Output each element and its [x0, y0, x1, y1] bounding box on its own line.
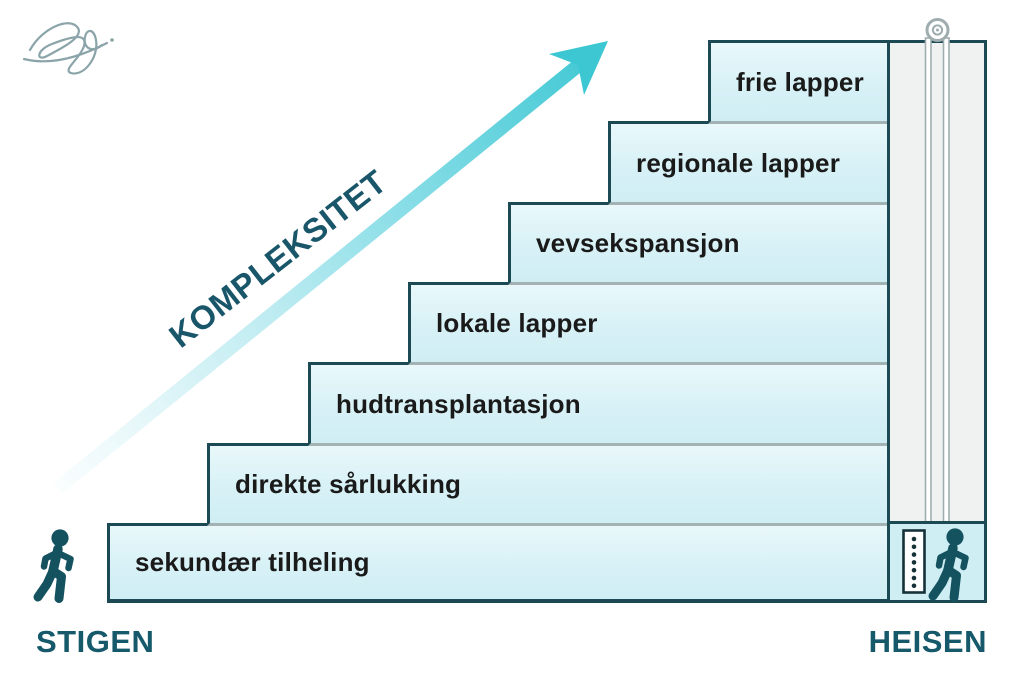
step-label: sekundær tilheling: [135, 547, 370, 577]
step-label: vevsekspansjon: [536, 228, 740, 258]
ladder-step: frie lapper: [708, 40, 890, 124]
elevator-caption: HEISEN: [868, 624, 987, 659]
ladder-caption: STIGEN: [36, 624, 155, 659]
step-label: hudtransplantasjon: [336, 388, 581, 419]
ladder-step: vevsekspansjon: [508, 202, 890, 285]
ladder-step: direkte sårlukking: [207, 443, 890, 526]
step-label: regionale lapper: [636, 147, 841, 178]
step-label: lokale lapper: [436, 308, 598, 338]
step-label: direkte sårlukking: [235, 469, 462, 499]
ladder-step: lokale lapper: [408, 282, 890, 365]
step-label: frie lapper: [736, 66, 864, 97]
ladder-step: sekundær tilheling: [107, 523, 890, 603]
ladder-step: hudtransplantasjon: [308, 362, 890, 446]
ladder-step: regionale lapper: [608, 121, 890, 205]
